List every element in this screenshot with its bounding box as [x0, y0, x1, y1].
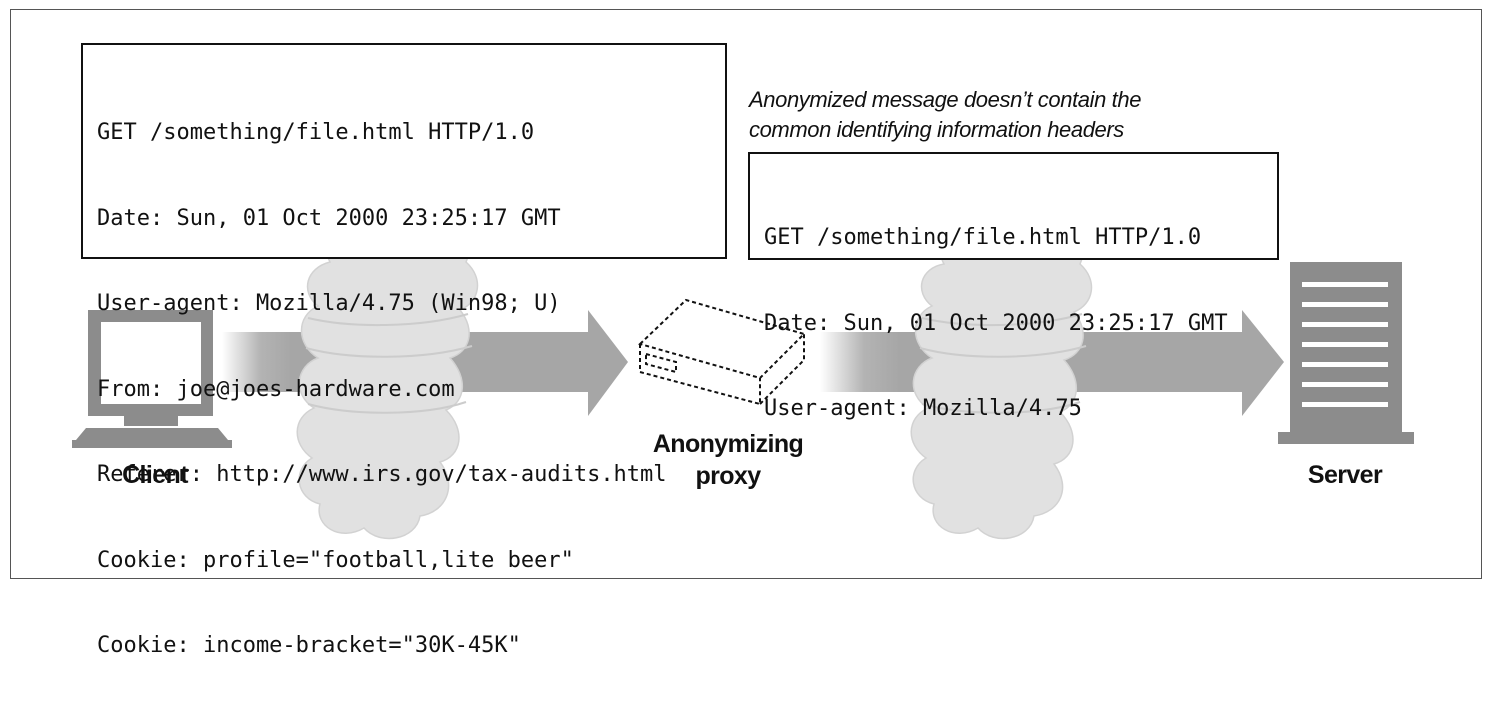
figure-frame: [10, 9, 1482, 579]
referer-header: Referer: http://www.irs.gov/tax-audits.h…: [97, 462, 667, 487]
client-label: Client: [122, 461, 188, 489]
proxy-box-icon: [638, 298, 806, 406]
anonymizing-proxy-diagram: GET /something/file.html HTTP/1.0 Date: …: [10, 9, 1482, 658]
anonymized-message-caption: Anonymized message doesn’t contain the c…: [749, 85, 1141, 145]
caption-line: common identifying information headers: [749, 117, 1124, 142]
date-header: Date: Sun, 01 Oct 2000 23:25:17 GMT: [764, 310, 1228, 336]
cookie-header: Cookie: income-bracket="30K-45K": [97, 633, 521, 658]
server-label: Server: [1307, 461, 1383, 489]
proxy-label: Anonymizing proxy: [628, 428, 828, 492]
proxy-label-line: Anonymizing: [652, 430, 804, 458]
cookie-header: Cookie: profile="football,lite beer": [97, 547, 574, 573]
user-agent-header: User-agent: Mozilla/4.75: [764, 396, 1082, 421]
request-line: GET /something/file.html HTTP/1.0: [764, 225, 1202, 250]
request-line: GET /something/file.html HTTP/1.0: [97, 120, 535, 145]
anonymized-request-message: GET /something/file.html HTTP/1.0 Date: …: [748, 152, 1279, 421]
date-header: Date: Sun, 01 Oct 2000 23:25:17 GMT: [97, 205, 561, 231]
cloud-icon: [296, 206, 479, 540]
original-request-message: GET /something/file.html HTTP/1.0 Date: …: [81, 43, 727, 658]
server-tower-icon: [1278, 262, 1414, 444]
caption-line: Anonymized message doesn’t contain the: [749, 87, 1142, 112]
user-agent-header: User-agent: Mozilla/4.75 (Win98; U): [97, 291, 561, 316]
computer-monitor-icon: [72, 310, 232, 448]
proxy-label-line: proxy: [695, 462, 761, 490]
from-header: From: joe@joes-hardware.com: [97, 376, 455, 402]
